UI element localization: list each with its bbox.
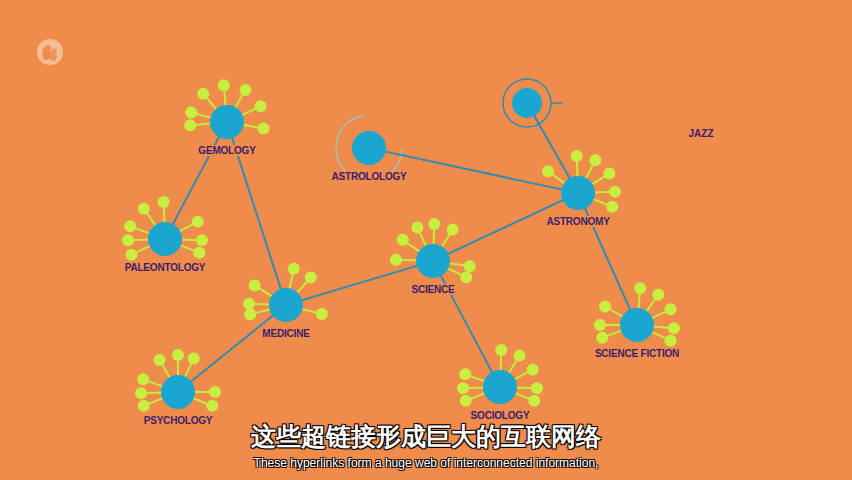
topic-circle: ASTRONOMY [561, 176, 595, 210]
satellite-dot [589, 154, 601, 166]
satellite-dot [603, 167, 615, 179]
satellite-dot [665, 335, 677, 347]
satellite-dot [257, 122, 269, 134]
satellite-dot [495, 344, 507, 356]
topic-label: SCIENCE FICTION [593, 348, 681, 359]
satellite-dot [606, 201, 618, 213]
topic-label: PSYCHOLOGY [142, 415, 215, 426]
satellite-dot [135, 387, 147, 399]
subtitle-english: These hyperlinks form a huge web of inte… [0, 456, 852, 470]
satellite-dot [209, 386, 221, 398]
link-line [232, 137, 281, 290]
satellite-dot [288, 263, 300, 275]
satellite-dot [464, 260, 476, 272]
satellite-dot [411, 221, 423, 233]
satellite-dot [249, 279, 261, 291]
satellite-dot [528, 395, 540, 407]
ring-tick [551, 102, 563, 104]
satellite-dot [243, 298, 255, 310]
satellite-dot [218, 79, 230, 91]
satellite-dot [185, 106, 197, 118]
satellite-dot [457, 382, 469, 394]
topic-circle: SOCIOLOGY [483, 370, 517, 404]
satellite-dot [428, 218, 440, 230]
satellite-dot [609, 186, 621, 198]
satellite-dot [596, 332, 608, 344]
satellite-dot [390, 254, 402, 266]
satellite-dot [460, 395, 472, 407]
subtitle-chinese: 这些超链接形成巨大的互联网络 [0, 423, 852, 450]
satellite-dot [188, 352, 200, 364]
satellite-dot [459, 368, 471, 380]
topic-circle: PSYCHOLOGY [161, 375, 195, 409]
topic-label: SOCIOLOGY [469, 410, 532, 421]
satellite-dot [244, 309, 256, 321]
satellite-dot [138, 203, 150, 215]
topic-label: GEMOLOGY [196, 145, 257, 156]
satellite-dot [634, 282, 646, 294]
satellite-dot [255, 100, 267, 112]
satellite-dot [138, 400, 150, 412]
satellite-dot [447, 224, 459, 236]
satellite-dot [137, 373, 149, 385]
satellite-dot [192, 216, 204, 228]
topic-circle: ASTROLOLOGY [352, 131, 386, 165]
logo-face [42, 45, 51, 60]
satellite-dot [305, 272, 317, 284]
topic-label: SCIENCE [409, 284, 456, 295]
satellite-dot [668, 322, 680, 334]
topic-label: ASTRONOMY [544, 216, 611, 227]
satellite-dot [599, 301, 611, 313]
satellite-dot [240, 84, 252, 96]
topic-label: MEDICINE [260, 328, 311, 339]
satellite-dot [196, 234, 208, 246]
link-line [447, 200, 563, 254]
satellite-dot [154, 354, 166, 366]
link-line [385, 151, 563, 189]
logo-disc [37, 39, 63, 65]
logo-face [50, 48, 57, 61]
topic-label: JAZZ [689, 128, 714, 139]
link-line [190, 315, 273, 382]
satellite-dot [193, 247, 205, 259]
topic-circle: GEMOLOGY [210, 105, 244, 139]
satellite-dot [527, 364, 539, 376]
satellite-dot [172, 349, 184, 361]
satellites [122, 79, 680, 412]
unnamed-hub [512, 88, 542, 118]
satellite-dot [316, 308, 328, 320]
satellite-dot [124, 220, 136, 232]
topic-label: ASTROLOLOGY [329, 171, 408, 182]
topic-circle: SCIENCE FICTION [620, 308, 654, 342]
satellite-dot [206, 400, 218, 412]
satellite-dot [665, 303, 677, 315]
satellite-dot [571, 150, 583, 162]
link-line [301, 266, 417, 301]
satellite-dot [158, 196, 170, 208]
topic-circle: SCIENCE [416, 244, 450, 278]
satellite-dot [594, 319, 606, 331]
satellite-dot [125, 249, 137, 261]
satellite-dot [197, 88, 209, 100]
topic-circle: MEDICINE [269, 288, 303, 322]
satellite-dot [460, 271, 472, 283]
satellite-dot [184, 119, 196, 131]
satellite-dot [531, 382, 543, 394]
satellite-dot [397, 234, 409, 246]
satellite-dot [514, 350, 526, 362]
pbs-logo [37, 39, 63, 65]
topic-circle: PALEONTOLOGY [148, 222, 182, 256]
focus-ring [503, 79, 551, 127]
satellite-dot [542, 165, 554, 177]
satellite-dot [652, 289, 664, 301]
topic-label: PALEONTOLOGY [123, 262, 208, 273]
satellite-dot [122, 234, 134, 246]
